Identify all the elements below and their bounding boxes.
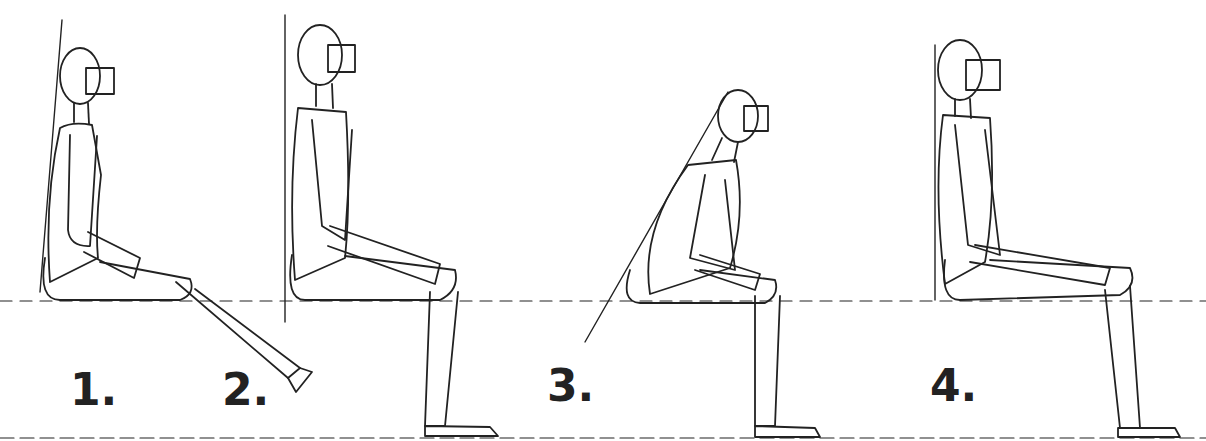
figure-number: 3. (545, 364, 596, 408)
figure-number: 4. (928, 364, 979, 408)
figure-number: 1. (68, 368, 119, 412)
figure-number: 2. (220, 368, 271, 412)
